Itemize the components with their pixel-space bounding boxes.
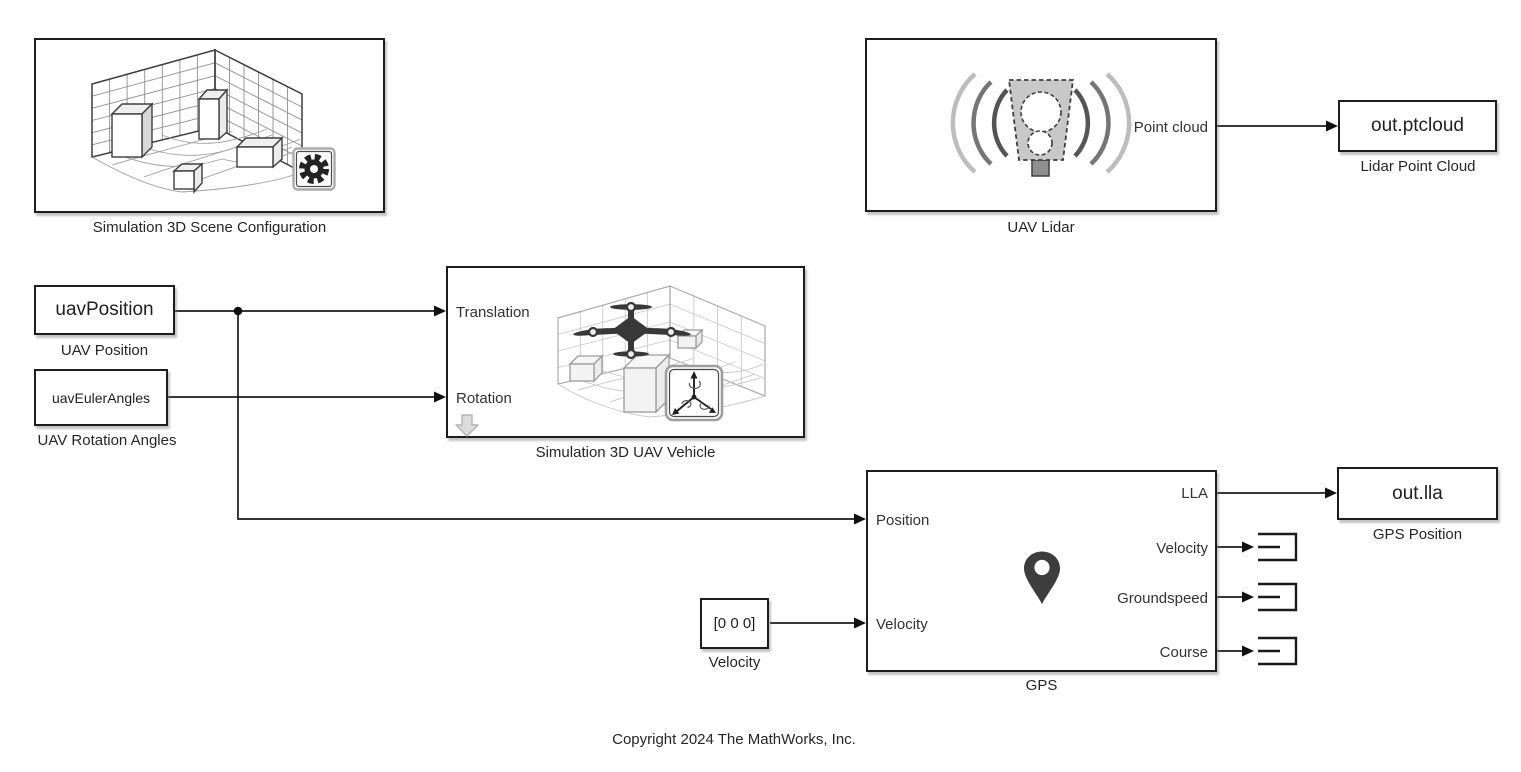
map-pin-icon — [1024, 551, 1060, 604]
block-label-gps: GPS — [1025, 677, 1058, 694]
block-uav-position[interactable]: uavPosition — [34, 285, 175, 335]
block-label-uav-position: UAV Position — [60, 342, 149, 359]
port-label-course: Course — [1159, 644, 1208, 661]
port-label-translation: Translation — [456, 304, 530, 321]
down-arrow-icon — [455, 414, 479, 437]
block-velocity-constant[interactable]: [0 0 0] — [700, 598, 769, 649]
arrowhead-terminator-velocity — [1242, 541, 1254, 553]
arrowhead-outlla — [1325, 487, 1337, 499]
copyright-annotation: Copyright 2024 The MathWorks, Inc. — [612, 731, 856, 748]
3d-scene-icon — [91, 48, 303, 194]
block-label-velocity: Velocity — [708, 654, 761, 671]
arrowhead-terminator-groundspeed — [1242, 591, 1254, 603]
wire-uavposition-to-gps-position[interactable] — [237, 311, 854, 520]
arrowhead-terminator-course — [1242, 645, 1254, 657]
port-label-velocity-out: Velocity — [1156, 540, 1208, 557]
port-label-position: Position — [876, 512, 930, 529]
port-label-lla: LLA — [1181, 485, 1208, 502]
terminator-icon[interactable] — [1258, 636, 1298, 666]
block-label-uav-lidar: UAV Lidar — [1007, 219, 1075, 236]
branch-dot — [233, 306, 243, 316]
gear-icon — [292, 147, 336, 191]
block-out-ptcloud[interactable]: out.ptcloud — [1338, 100, 1497, 152]
lidar-sensor-icon — [950, 72, 1132, 177]
block-label-uav-rotation-angles: UAV Rotation Angles — [37, 432, 177, 449]
block-label-lidar-point-cloud: Lidar Point Cloud — [1360, 158, 1476, 175]
arrowhead-gps-position — [854, 513, 866, 525]
port-label-groundspeed: Groundspeed — [1117, 590, 1208, 607]
arrowhead-outptcloud — [1326, 120, 1338, 132]
block-label-gps-position: GPS Position — [1372, 526, 1463, 543]
port-label-rotation: Rotation — [456, 390, 512, 407]
block-simulation-3d-scene-configuration[interactable] — [34, 38, 385, 213]
block-label-uav-vehicle: Simulation 3D UAV Vehicle — [535, 444, 716, 461]
axes-triad-icon — [664, 364, 724, 422]
port-label-point-cloud: Point cloud — [1133, 119, 1208, 136]
port-label-velocity-in: Velocity — [876, 616, 928, 633]
block-gps[interactable]: Position Velocity LLA Velocity Groundspe… — [866, 470, 1217, 672]
arrowhead-gps-velocity — [854, 617, 866, 629]
terminator-icon[interactable] — [1258, 532, 1298, 562]
quadcopter-silhouette — [573, 301, 691, 360]
block-label-scene-configuration: Simulation 3D Scene Configuration — [92, 219, 327, 236]
arrowhead-translation — [434, 305, 446, 317]
terminator-icon[interactable] — [1258, 582, 1298, 612]
block-simulation-3d-uav-vehicle[interactable]: Translation Rotation — [446, 266, 805, 438]
block-out-lla[interactable]: out.lla — [1337, 467, 1498, 520]
block-uav-lidar[interactable]: Point cloud — [865, 38, 1217, 212]
arrowhead-rotation — [434, 391, 446, 403]
block-uav-euler-angles[interactable]: uavEulerAngles — [34, 369, 168, 426]
